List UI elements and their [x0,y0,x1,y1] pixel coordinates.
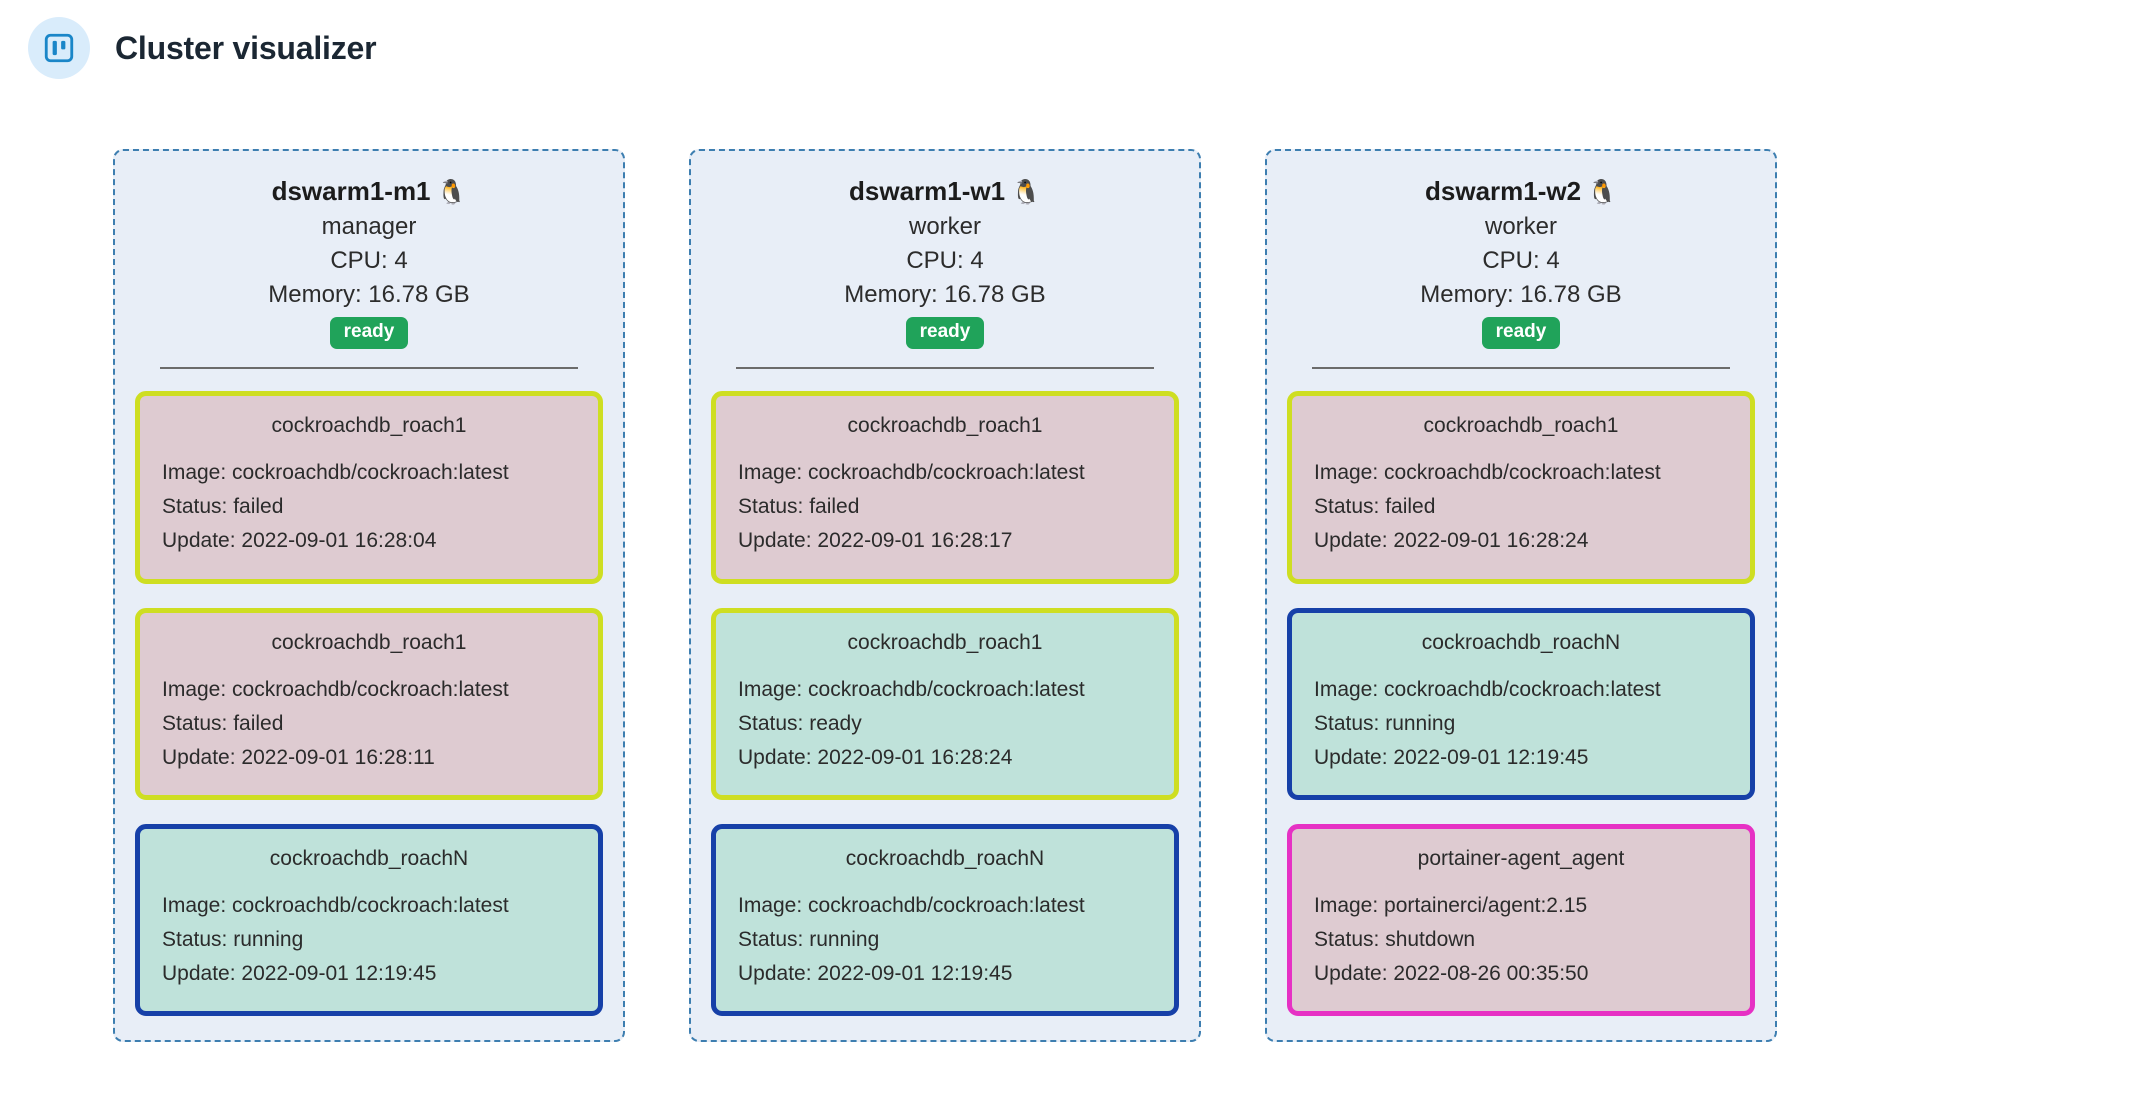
node-cpu: CPU: 4 [1482,247,1560,275]
node-card[interactable]: dswarm1-w1🐧 worker CPU: 4 Memory: 16.78 … [689,149,1201,1043]
container-name: cockroachdb_roach1 [847,414,1043,438]
tux-penguin-icon: 🐧 [1011,179,1041,206]
node-divider [736,367,1154,370]
tux-penguin-icon: 🐧 [436,179,467,206]
container-update: Update: 2022-08-26 00:35:50 [1314,962,1589,986]
container-card[interactable]: cockroachdb_roach1 Image: cockroachdb/co… [711,607,1179,800]
container-list: cockroachdb_roach1 Image: cockroachdb/co… [135,391,603,1017]
board-icon [28,17,90,79]
node-header: dswarm1-w2🐧 worker CPU: 4 Memory: 16.78 … [1287,173,1755,350]
node-divider [160,367,578,370]
container-status: Status: failed [738,495,860,519]
node-role: worker [908,213,981,241]
node-status-row: ready [135,317,603,350]
node-status-row: ready [1287,317,1755,350]
container-status: Status: running [738,928,880,952]
container-image: Image: cockroachdb/cockroach:latest [1314,677,1661,701]
container-card[interactable]: cockroachdb_roach1 Image: cockroachdb/co… [135,607,603,800]
node-role: worker [1484,213,1557,241]
container-name: cockroachdb_roachN [1421,630,1621,654]
node-header: dswarm1-w1🐧 worker CPU: 4 Memory: 16.78 … [711,173,1179,350]
node-divider [1312,367,1730,370]
container-status: Status: ready [738,711,862,735]
container-status: Status: failed [162,495,284,519]
container-card[interactable]: cockroachdb_roach1 Image: cockroachdb/co… [1287,391,1755,584]
container-update: Update: 2022-09-01 16:28:04 [162,529,437,553]
container-status: Status: failed [162,711,284,735]
container-name: cockroachdb_roachN [269,846,469,870]
container-name: cockroachdb_roachN [845,846,1045,870]
container-status: Status: running [162,928,304,952]
cluster-grid: dswarm1-m1🐧 manager CPU: 4 Memory: 16.78… [0,96,2142,1043]
node-memory: Memory: 16.78 GB [1420,281,1622,309]
container-update: Update: 2022-09-01 16:28:24 [738,745,1013,769]
container-image: Image: cockroachdb/cockroach:latest [162,677,509,701]
node-name: dswarm1-w2 [1425,176,1582,206]
container-update: Update: 2022-09-01 12:19:45 [1314,745,1589,769]
container-update: Update: 2022-09-01 16:28:24 [1314,529,1589,553]
node-memory: Memory: 16.78 GB [844,281,1046,309]
node-status-row: ready [711,317,1179,350]
container-update: Update: 2022-09-01 16:28:11 [162,745,435,769]
status-badge: ready [329,317,409,350]
container-name: cockroachdb_roach1 [271,414,467,438]
container-card[interactable]: cockroachdb_roach1 Image: cockroachdb/co… [711,391,1179,584]
container-name: cockroachdb_roach1 [847,630,1043,654]
container-status: Status: running [1314,711,1456,735]
container-card[interactable]: cockroachdb_roachN Image: cockroachdb/co… [1287,607,1755,800]
container-name: cockroachdb_roach1 [1423,414,1619,438]
container-update: Update: 2022-09-01 12:19:45 [738,962,1013,986]
page-title: Cluster visualizer [115,29,377,66]
container-update: Update: 2022-09-01 16:28:17 [738,529,1013,553]
container-list: cockroachdb_roach1 Image: cockroachdb/co… [711,391,1179,1017]
container-image: Image: cockroachdb/cockroach:latest [162,894,509,918]
container-status: Status: shutdown [1314,928,1476,952]
container-image: Image: cockroachdb/cockroach:latest [738,677,1085,701]
container-status: Status: failed [1314,495,1436,519]
status-badge: ready [1481,317,1561,350]
node-name-row: dswarm1-m1🐧 [135,173,603,210]
node-memory: Memory: 16.78 GB [268,281,470,309]
node-cpu: CPU: 4 [330,247,408,275]
node-name: dswarm1-w1 [849,176,1006,206]
app-header: Cluster visualizer [0,0,2142,96]
container-image: Image: cockroachdb/cockroach:latest [162,461,509,485]
container-image: Image: cockroachdb/cockroach:latest [738,894,1085,918]
node-name: dswarm1-m1 [271,176,431,206]
container-image: Image: cockroachdb/cockroach:latest [1314,461,1661,485]
container-card[interactable]: cockroachdb_roachN Image: cockroachdb/co… [711,823,1179,1017]
container-card[interactable]: cockroachdb_roach1 Image: cockroachdb/co… [135,391,603,584]
container-card[interactable]: cockroachdb_roachN Image: cockroachdb/co… [135,823,603,1017]
container-list: cockroachdb_roach1 Image: cockroachdb/co… [1287,391,1755,1017]
container-name: cockroachdb_roach1 [271,630,467,654]
container-card[interactable]: portainer-agent_agent Image: portainerci… [1287,823,1755,1017]
node-name-row: dswarm1-w2🐧 [1287,173,1755,210]
container-image: Image: cockroachdb/cockroach:latest [738,461,1085,485]
node-card[interactable]: dswarm1-w2🐧 worker CPU: 4 Memory: 16.78 … [1265,149,1777,1043]
node-name-row: dswarm1-w1🐧 [711,173,1179,210]
node-cpu: CPU: 4 [906,247,984,275]
container-image: Image: portainerci/agent:2.15 [1314,894,1588,918]
container-name: portainer-agent_agent [1417,846,1625,870]
node-card[interactable]: dswarm1-m1🐧 manager CPU: 4 Memory: 16.78… [113,149,625,1043]
node-header: dswarm1-m1🐧 manager CPU: 4 Memory: 16.78… [135,173,603,350]
tux-penguin-icon: 🐧 [1587,179,1617,206]
container-update: Update: 2022-09-01 12:19:45 [162,962,437,986]
node-role: manager [321,213,417,241]
status-badge: ready [905,317,985,350]
